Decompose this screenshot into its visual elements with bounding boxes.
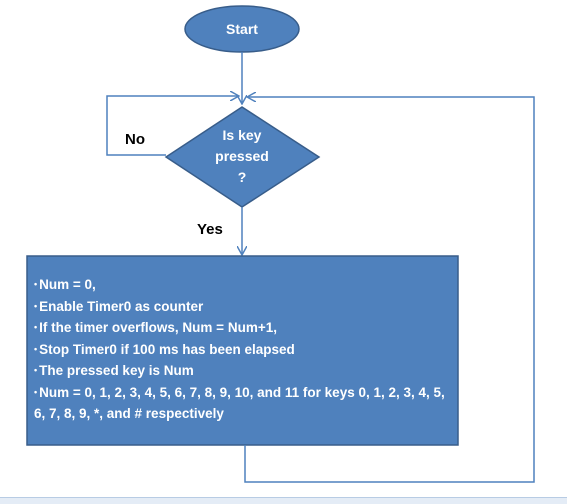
process-text: •Num = 0, •Enable Timer0 as counter •If …	[34, 274, 454, 425]
yes-branch-label: Yes	[197, 221, 223, 238]
bottom-rule	[0, 497, 567, 504]
process-step-5: •The pressed key is Num	[34, 363, 194, 378]
decision-line-3: ?	[238, 169, 247, 185]
process-step-3: •If the timer overflows, Num = Num+1,	[34, 320, 277, 335]
decision-line-2: pressed	[215, 148, 269, 164]
return-loop-connector	[244, 97, 535, 483]
process-step-2: •Enable Timer0 as counter	[34, 298, 204, 314]
no-loop-connector	[106, 96, 238, 156]
process-node	[26, 255, 459, 446]
process-step-6: •Num = 0, 1, 2, 3, 4, 5, 6, 7, 8, 9, 10,…	[34, 384, 445, 422]
process-step-1: •Num = 0,	[34, 277, 96, 292]
no-branch-label: No	[125, 131, 145, 148]
start-label: Start	[226, 21, 258, 37]
process-step-4: •Stop Timer0 if 100 ms has been elapsed	[34, 341, 295, 357]
decision-line-1: Is key	[223, 127, 262, 143]
